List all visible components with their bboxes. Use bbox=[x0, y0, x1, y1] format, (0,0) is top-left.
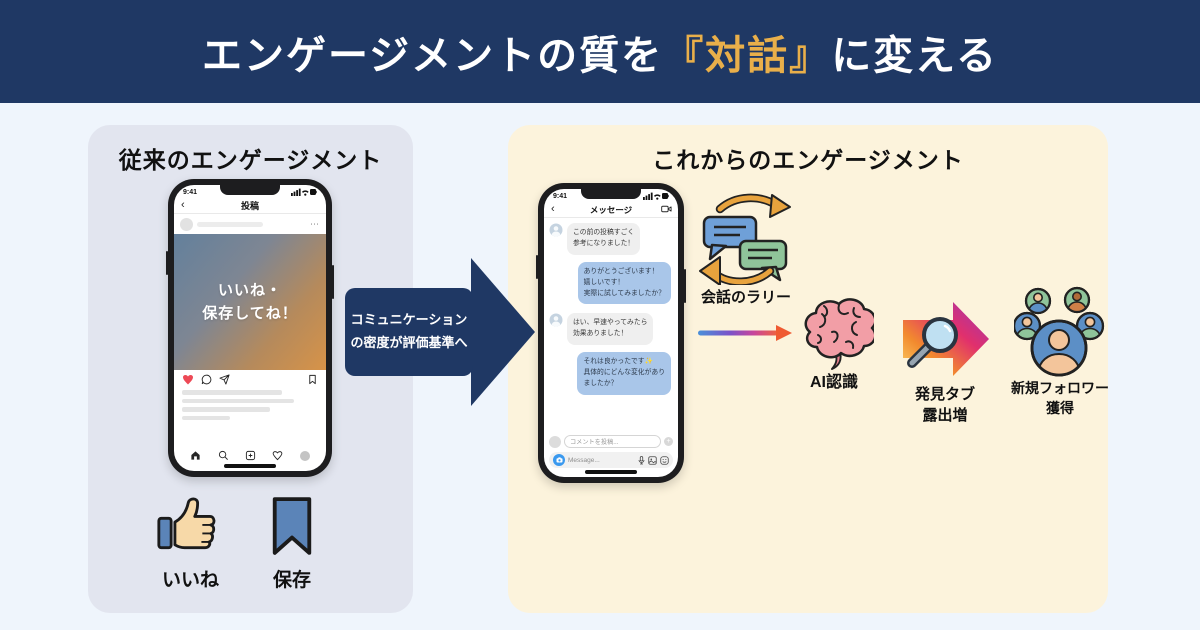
phone-notch bbox=[220, 185, 280, 195]
mic-icon[interactable] bbox=[638, 455, 645, 465]
heart-icon[interactable] bbox=[182, 374, 194, 385]
username-placeholder bbox=[197, 221, 263, 227]
ai-recognition-label: AI認識 bbox=[809, 374, 858, 391]
phone-screen: 9:41 ‹ 投稿 bbox=[174, 185, 326, 471]
chat-avatar-icon bbox=[549, 223, 563, 237]
page-title: エンゲージメントの質を『対話』に変える bbox=[202, 23, 998, 81]
header-banner: エンゲージメントの質を『対話』に変える bbox=[0, 0, 1200, 103]
caption-placeholder bbox=[174, 388, 326, 426]
back-chevron-icon[interactable]: ‹ bbox=[181, 199, 185, 211]
gradient-arrow-icon bbox=[698, 324, 792, 342]
save-label: 保存 bbox=[272, 570, 311, 591]
chat-row-received: はい、早速やってみたら 効果ありました！ bbox=[549, 313, 673, 346]
chat-thread: この前の投稿すごく 参考になりました！ ありがとうございます！ 嬉しいです！ 実… bbox=[544, 218, 678, 395]
message-input[interactable]: Message... bbox=[568, 456, 600, 464]
comment-input[interactable]: コメントを投稿... bbox=[564, 435, 661, 448]
tab-bar bbox=[174, 450, 326, 461]
plus-icon[interactable]: + bbox=[664, 437, 673, 446]
comment-icon[interactable] bbox=[201, 374, 212, 385]
chat-bubble-received: はい、早速やってみたら 効果ありました！ bbox=[567, 313, 654, 346]
caption-line bbox=[182, 407, 270, 412]
chat-row-received: この前の投稿すごく 参考になりました！ bbox=[549, 223, 673, 255]
camera-icon[interactable] bbox=[553, 454, 565, 466]
post-image-text: いいね・ 保存してね！ bbox=[202, 281, 298, 322]
home-icon[interactable] bbox=[190, 450, 201, 461]
status-time: 9:41 bbox=[183, 188, 198, 196]
after-panel-title: これからのエンゲージメント bbox=[652, 147, 964, 173]
phone-screen: 9:41 ‹ メッセージ bbox=[544, 189, 678, 477]
follower-person-icon bbox=[1014, 311, 1042, 341]
status-time: 9:41 bbox=[553, 192, 568, 200]
post-image: いいね・ 保存してね！ bbox=[174, 234, 326, 370]
conversation-rally-icon bbox=[696, 193, 792, 285]
transition-arrow-head bbox=[471, 258, 535, 406]
transition-text-line1: コミュニケーション bbox=[350, 312, 468, 328]
status-icons bbox=[643, 192, 669, 200]
thumbs-up-icon bbox=[155, 487, 227, 559]
chat-nav-bar: ‹ メッセージ bbox=[544, 202, 678, 218]
like-label: いいね bbox=[161, 570, 219, 591]
home-indicator bbox=[224, 464, 276, 468]
follower-person-icon bbox=[1030, 319, 1088, 377]
follower-person-icon bbox=[1024, 287, 1052, 315]
caption-line bbox=[182, 390, 282, 395]
post-nav-bar: ‹ 投稿 bbox=[174, 198, 326, 214]
share-icon[interactable] bbox=[219, 373, 230, 385]
discover-arrow-icon bbox=[897, 296, 993, 382]
nav-title: 投稿 bbox=[240, 201, 259, 211]
title-suffix: に変える bbox=[831, 33, 998, 78]
follower-person-icon bbox=[1063, 286, 1091, 314]
post-header: ⋯ bbox=[174, 214, 326, 234]
sticker-icon[interactable] bbox=[660, 455, 669, 465]
message-input-bar[interactable]: Message... bbox=[549, 452, 673, 468]
new-post-icon[interactable] bbox=[245, 450, 256, 461]
post-action-row bbox=[174, 370, 326, 388]
transition-arrow-body: コミュニケーション の密度が評価基準へ bbox=[345, 288, 473, 376]
after-panel: これからのエンゲージメント 9:41 bbox=[508, 125, 1109, 613]
back-chevron-icon[interactable]: ‹ bbox=[551, 203, 555, 215]
new-followers-label: 新規フォロワー 獲得 bbox=[1011, 380, 1109, 416]
magnifier-icon bbox=[907, 317, 958, 368]
caption-line bbox=[182, 415, 230, 420]
caption-line bbox=[182, 398, 294, 403]
home-indicator bbox=[585, 470, 637, 474]
save-legend: 保存 bbox=[248, 487, 336, 592]
chat-input-area: コメントを投稿... + Message... bbox=[549, 435, 673, 468]
avatar bbox=[180, 217, 193, 231]
transition-arrow: コミュニケーション の密度が評価基準へ bbox=[345, 258, 537, 406]
instagram-post-phone: 9:41 ‹ 投稿 bbox=[166, 179, 334, 477]
like-legend: いいね bbox=[138, 487, 243, 592]
title-highlight: 『対話』 bbox=[663, 33, 832, 78]
before-panel-title: 従来のエンゲージメント bbox=[118, 147, 383, 173]
brain-icon bbox=[794, 290, 874, 370]
rally-label: 会話のラリー bbox=[700, 289, 791, 306]
transition-text-line2: の密度が評価基準へ bbox=[350, 335, 468, 350]
profile-icon[interactable] bbox=[299, 450, 310, 461]
follower-person-icon bbox=[1075, 311, 1105, 341]
chat-avatar-icon bbox=[549, 313, 563, 327]
phone-notch bbox=[581, 189, 641, 199]
discover-label: 発見タブ 露出増 bbox=[914, 386, 975, 424]
chat-bubble-sent: ありがとうございます！ 嬉しいです！ 実際に試してみましたか？ bbox=[577, 261, 671, 305]
status-icons bbox=[291, 188, 317, 196]
video-call-icon[interactable] bbox=[661, 204, 672, 214]
title-prefix: エンゲージメントの質を bbox=[201, 33, 664, 78]
save-bookmark-icon[interactable] bbox=[307, 374, 318, 385]
search-icon[interactable] bbox=[218, 450, 229, 461]
bookmark-icon bbox=[268, 487, 316, 559]
chat-bubble-received: この前の投稿すごく 参考になりました！ bbox=[567, 223, 641, 255]
dm-chat-phone: 9:41 ‹ メッセージ bbox=[536, 183, 686, 483]
chat-bubble-sent: それは良かったです✨ 具体的にどんな変化があり ましたか？ bbox=[577, 352, 671, 395]
more-icon[interactable]: ⋯ bbox=[310, 218, 320, 229]
comment-row: コメントを投稿... + bbox=[549, 435, 673, 448]
avatar bbox=[549, 435, 561, 448]
nav-title: メッセージ bbox=[589, 204, 633, 215]
followers-icon bbox=[1014, 285, 1106, 377]
activity-heart-icon[interactable] bbox=[272, 450, 283, 461]
photo-icon[interactable] bbox=[648, 455, 657, 465]
